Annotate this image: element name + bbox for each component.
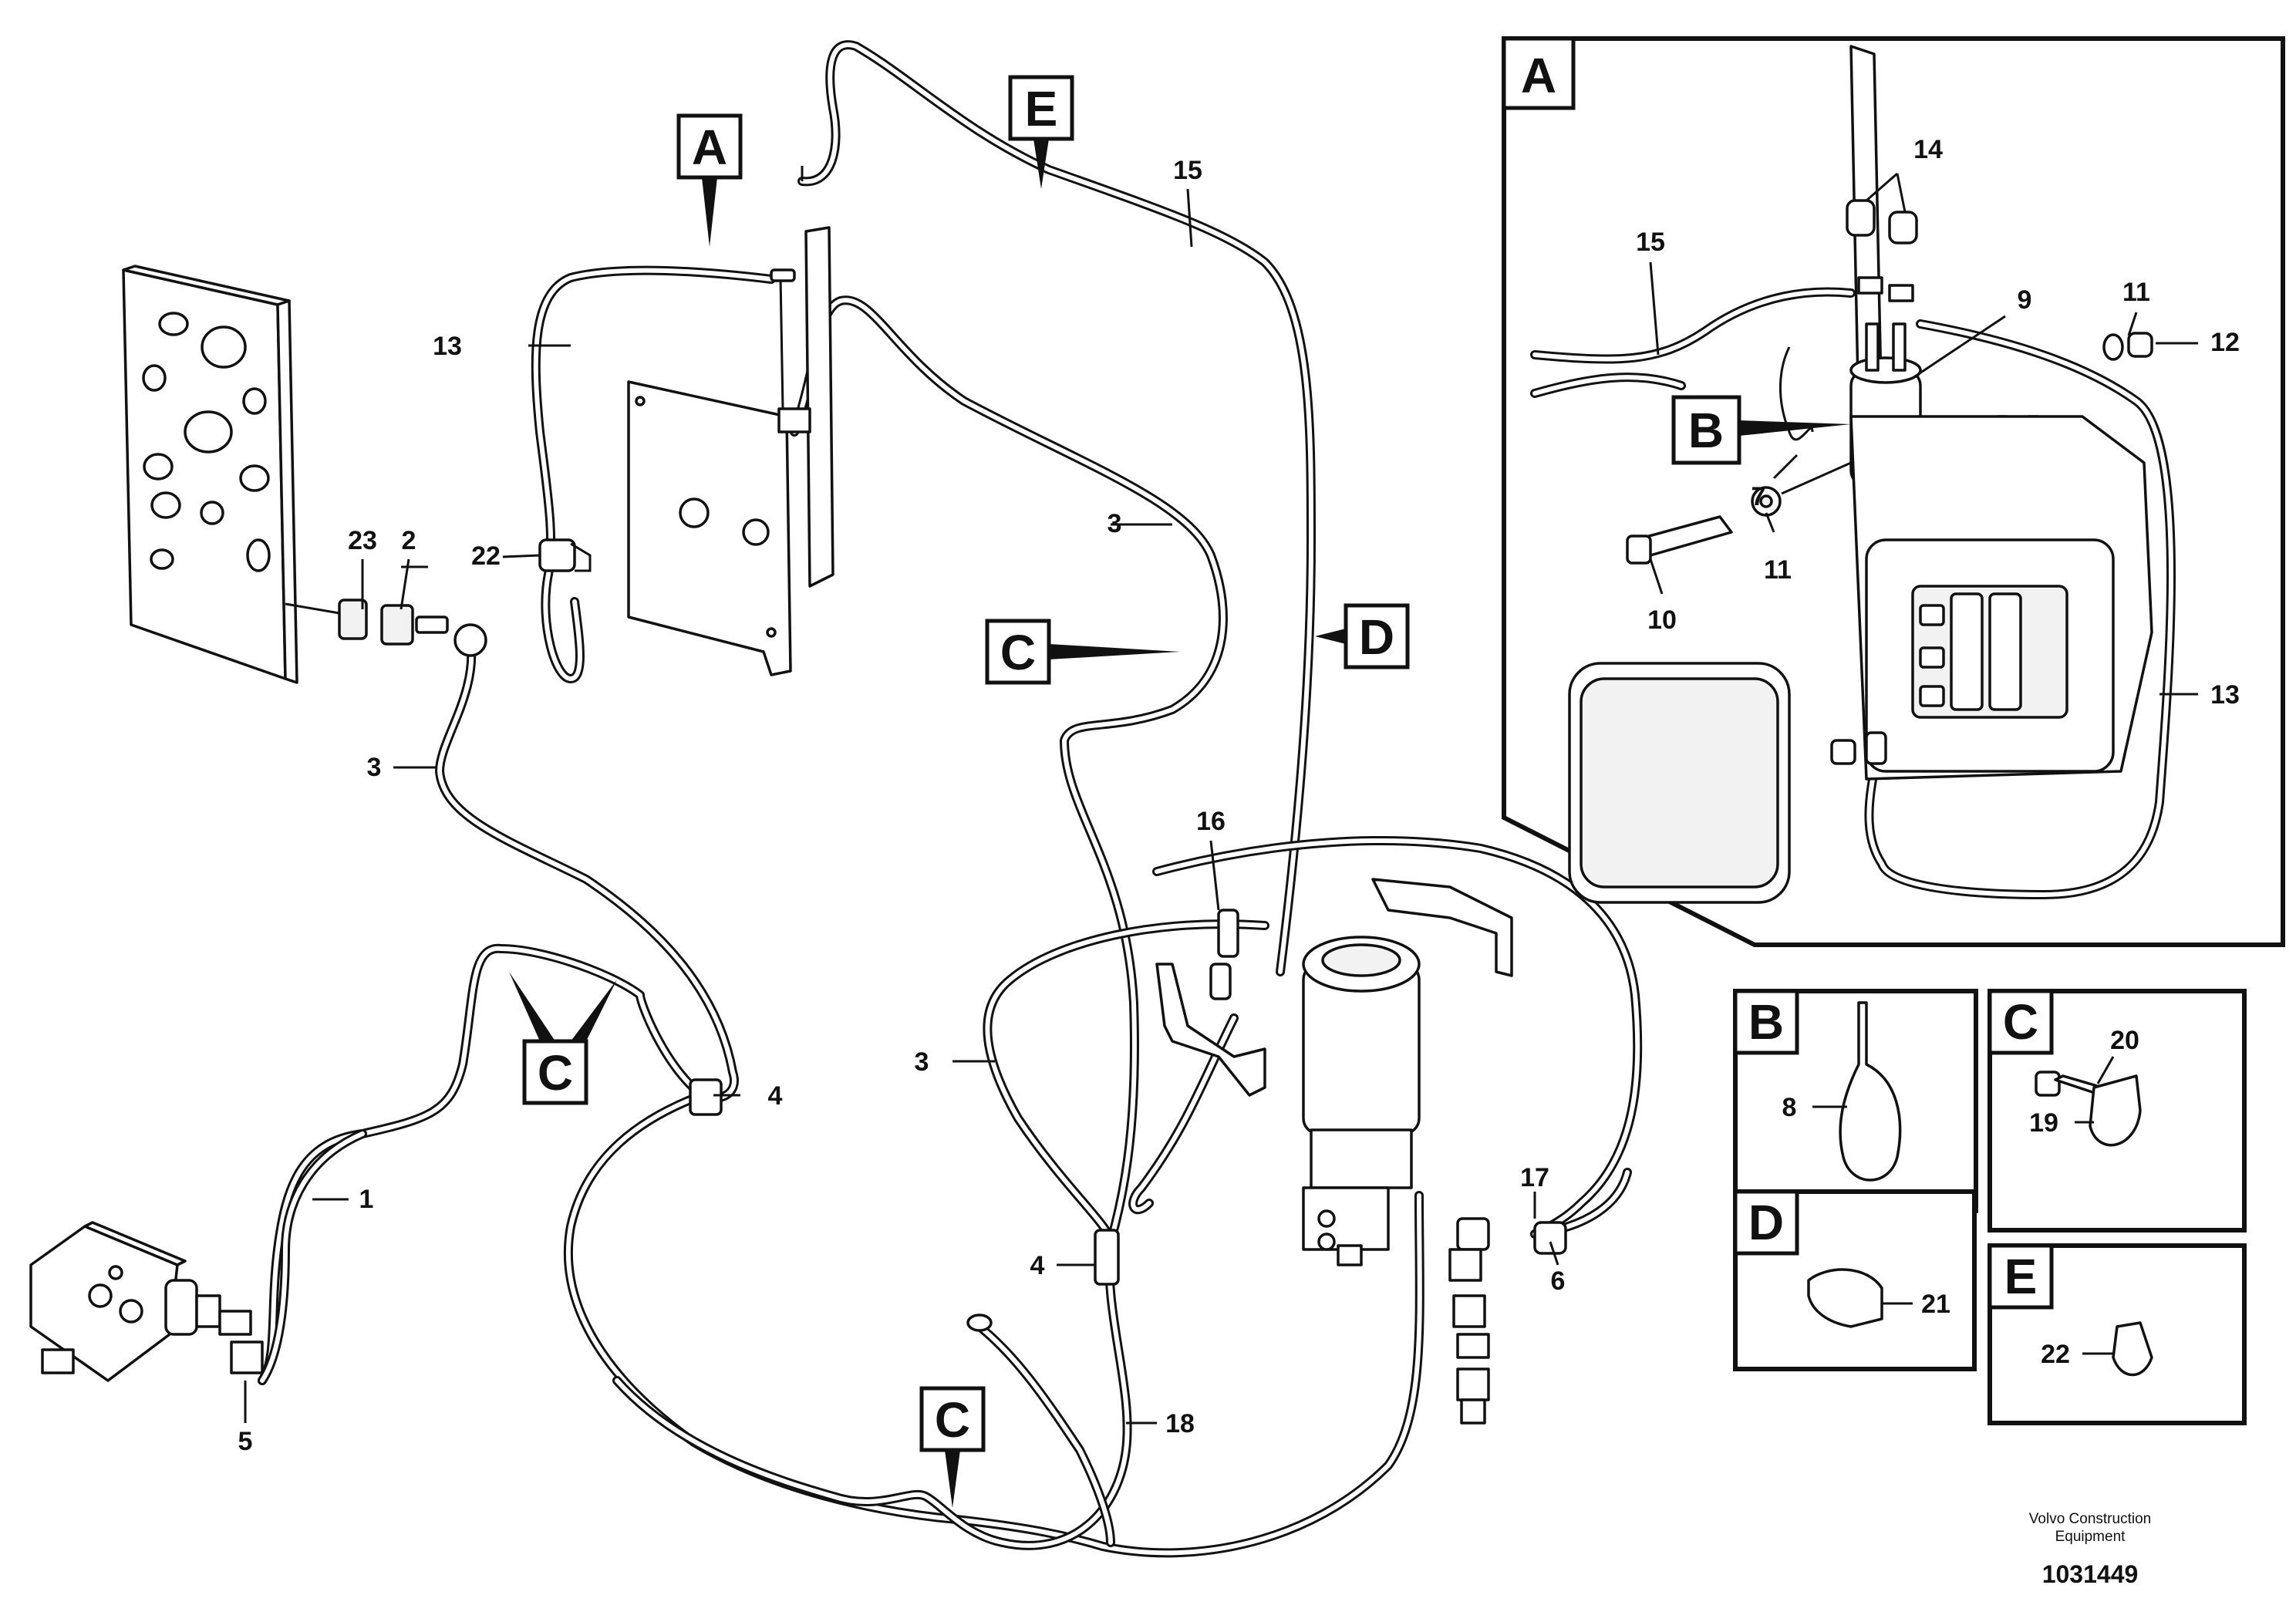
callout-16: 16: [1196, 807, 1226, 836]
accumulator: [1302, 936, 1421, 1266]
detail-a-callouts: 14 15 9 11 12 7 11 10 13: [1636, 135, 2240, 710]
callout-6: 6: [1551, 1266, 1566, 1296]
control-panel-plate: [122, 265, 298, 684]
callout-1: 1: [359, 1185, 374, 1214]
view-ref-a: A: [692, 120, 727, 175]
callout-22: 22: [471, 541, 501, 571]
view-ref-c-upper: C: [1000, 625, 1036, 680]
detail-a-callout-12: 12: [2210, 328, 2240, 357]
view-ref-c-left: C: [538, 1045, 573, 1101]
detail-b-title: B: [1748, 994, 1784, 1050]
mounting-plate: [627, 166, 834, 676]
detail-a-callout-11-lower: 11: [1764, 555, 1792, 585]
clamp-22: [538, 538, 592, 572]
view-ref-d: D: [1359, 609, 1394, 665]
detail-a-callout-13: 13: [2210, 680, 2240, 710]
detail-c-part-20: 20: [2110, 1026, 2139, 1055]
view-ref-c-bottom: C: [935, 1392, 970, 1448]
fittings-17-6: [1448, 1217, 1567, 1425]
detail-b-part-8: 8: [1782, 1093, 1797, 1122]
callout-13: 13: [433, 332, 462, 361]
view-ref-letters: A E C D C C: [538, 81, 1394, 1448]
detail-c-panel: C 20 19: [1988, 989, 2247, 1233]
callout-18: 18: [1165, 1409, 1195, 1438]
callout-3-lower: 3: [915, 1047, 929, 1077]
detail-a-callout-14: 14: [1913, 135, 1943, 164]
callout-4-lower: 4: [1030, 1251, 1045, 1280]
view-ref-b: B: [1688, 403, 1724, 458]
callout-4-left: 4: [768, 1081, 783, 1111]
part-callouts: 23 2 22 13 3 3 3 15 16 4 4 1 5 18 17 6: [238, 156, 1566, 1456]
detail-d-panel: D 21: [1733, 1189, 1977, 1371]
detail-e-title: E: [2004, 1249, 2038, 1304]
view-ref-e: E: [1025, 81, 1058, 137]
leader-lines: [244, 188, 1559, 1425]
detail-a-callout-9: 9: [2018, 285, 2032, 315]
credit-line-2: Equipment: [2055, 1529, 2126, 1545]
detail-e-part-22: 22: [2041, 1340, 2070, 1369]
callout-5: 5: [238, 1427, 253, 1456]
detail-a-callout-15: 15: [1636, 228, 1665, 257]
callout-2: 2: [402, 526, 416, 555]
detail-c-title: C: [2003, 994, 2038, 1050]
hose-runs: [258, 40, 1643, 1558]
footer-credit: Volvo Construction Equipment 1031449: [2029, 1511, 2151, 1588]
callout-15: 15: [1173, 156, 1202, 185]
detail-a-callout-10: 10: [1647, 605, 1677, 635]
pilot-valve: [29, 1221, 264, 1382]
detail-a-callout-11-upper: 11: [2122, 278, 2150, 307]
switch-connector-assembly: [285, 599, 487, 657]
detail-d-part-21: 21: [1921, 1290, 1950, 1319]
detail-a-panel: A: [1502, 36, 2285, 947]
detail-b-panel: B 8: [1733, 989, 1978, 1213]
document-number: 1031449: [2042, 1560, 2139, 1588]
credit-line-1: Volvo Construction: [2029, 1511, 2151, 1527]
callout-3-left: 3: [367, 753, 382, 782]
hose-fittings: [689, 963, 1232, 1332]
callout-3-mid: 3: [1108, 509, 1122, 538]
detail-d-title: D: [1748, 1195, 1784, 1250]
callout-17: 17: [1520, 1163, 1549, 1192]
detail-e-panel: E 22: [1988, 1243, 2247, 1425]
detail-a-callout-7: 7: [1752, 482, 1766, 511]
callout-23: 23: [348, 526, 377, 555]
view-ref-markers: [509, 75, 1410, 1508]
detail-c-part-19: 19: [2029, 1108, 2058, 1138]
accumulator-bracket: [1155, 878, 1513, 1097]
detail-a-title: A: [1521, 48, 1556, 103]
